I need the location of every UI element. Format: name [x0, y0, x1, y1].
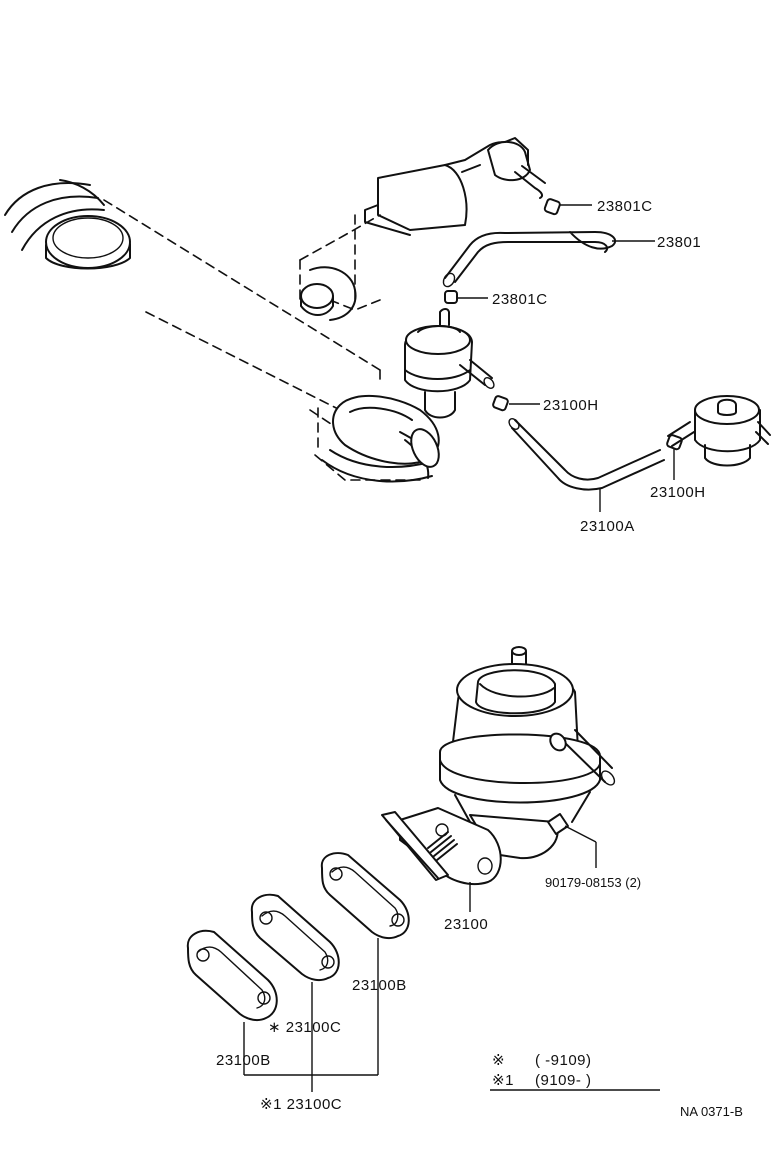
label-23100H-left: 23100H — [543, 397, 599, 414]
label-23801C-top: 23801C — [597, 198, 653, 215]
fuel-pump-23100 — [381, 646, 616, 912]
label-23100B-right: 23100B — [352, 977, 407, 994]
label-23100C-star1: ※1 23100C — [260, 1096, 342, 1113]
legend-row1-mark: ※ — [492, 1052, 505, 1069]
engine-block-outline — [4, 179, 421, 481]
clip-23801C-top — [543, 198, 592, 216]
clip-23100H-right — [666, 434, 683, 480]
clip-23801C-bottom — [444, 290, 488, 304]
label-90179-08153: 90179-08153 (2) — [545, 875, 641, 890]
label-23100: 23100 — [444, 916, 488, 933]
gasket-23100B-left — [186, 929, 278, 1075]
clip-23100H-left — [492, 395, 540, 412]
upper-housing — [300, 137, 546, 321]
intake-tube — [321, 394, 440, 483]
label-23100C-star: ∗ 23100C — [268, 1019, 341, 1036]
label-23100A: 23100A — [580, 518, 635, 535]
label-23100H-right: 23100H — [650, 484, 706, 501]
legend-row1-range: ( -9109) — [535, 1052, 592, 1069]
small-fuel-pump-upper — [404, 308, 495, 419]
legend-row2-mark: ※1 — [492, 1072, 514, 1089]
gasket-23100C — [250, 893, 340, 1092]
gasket-23100B-right — [320, 852, 410, 1075]
small-fuel-pump-right — [667, 395, 771, 467]
drawing-code: NA 0371-B — [680, 1104, 743, 1119]
label-23100B-left: 23100B — [216, 1052, 271, 1069]
legend-row2-range: (9109- ) — [535, 1072, 592, 1089]
hose-23100A — [508, 418, 665, 512]
label-23801C-bottom: 23801C — [492, 291, 548, 308]
label-23801: 23801 — [657, 234, 701, 251]
hose-23801 — [442, 231, 617, 288]
